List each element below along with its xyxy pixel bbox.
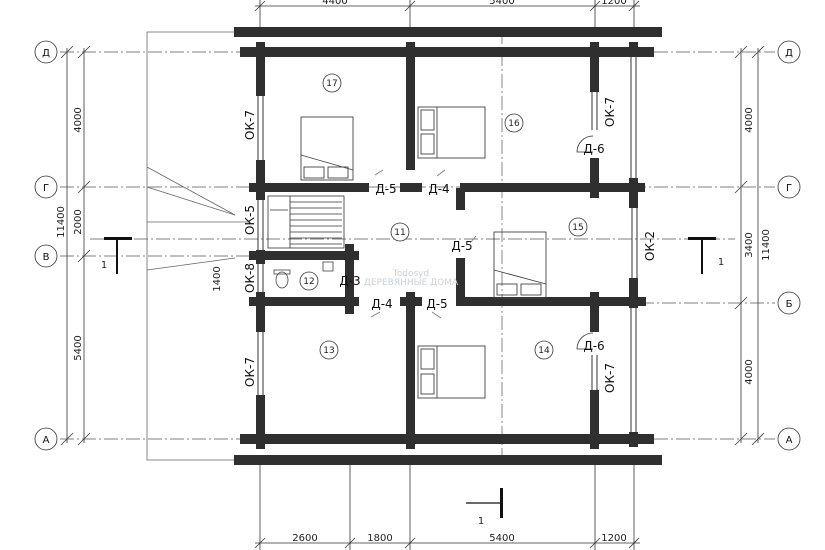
- sink-icon: [322, 261, 334, 272]
- dim-bottom-1800: 1800: [367, 533, 392, 544]
- room-16-label: 16: [508, 119, 520, 129]
- window-ok8: ОК-8: [243, 263, 257, 293]
- door-d5-middle: Д-5: [451, 239, 472, 253]
- axis-g-right: Г: [786, 183, 792, 194]
- dim-left-11400: 11400: [56, 206, 67, 238]
- walls: [234, 27, 662, 465]
- bed-room-15: [493, 231, 547, 299]
- window-ok7-bottom-left: ОК-7: [243, 357, 257, 387]
- axis-d-left: Д: [42, 48, 50, 59]
- dim-bottom-5400: 5400: [489, 533, 514, 544]
- axis-d-right: Д: [785, 48, 793, 59]
- room-12-label: 12: [303, 277, 314, 287]
- axis-bubbles: [34, 40, 801, 451]
- door-d5-lower: Д-5: [426, 297, 447, 311]
- dim-right-11400: 11400: [761, 229, 772, 261]
- room-11-label: 11: [394, 228, 405, 238]
- section-marker-right: [688, 237, 716, 274]
- section-marker-left: [104, 237, 132, 274]
- section-label-bottom: 1: [478, 516, 484, 527]
- dim-left-5400: 5400: [73, 335, 84, 360]
- dim-bottom-1200: 1200: [601, 533, 626, 544]
- dim-left-1400: 1400: [212, 266, 223, 291]
- roof-outline: [146, 31, 250, 461]
- bathroom-fixtures: [273, 261, 334, 289]
- door-marks: [370, 169, 477, 319]
- dim-bottom-2600: 2600: [292, 533, 317, 544]
- dim-left-4000: 4000: [73, 107, 84, 132]
- window-ok5: ОК-5: [243, 205, 257, 235]
- window-ok7-top-right: ОК-7: [603, 97, 617, 127]
- door-d4-lower: Д-4: [371, 297, 392, 311]
- axis-lines: [60, 30, 775, 460]
- room-15-label: 15: [572, 223, 583, 233]
- room-14-label: 14: [538, 346, 550, 356]
- dim-right-4000-top: 4000: [744, 107, 755, 132]
- beds: [300, 106, 547, 399]
- bed-room-14: [417, 345, 486, 399]
- room-13-label: 13: [323, 346, 334, 356]
- dim-top-1200: 1200: [601, 0, 626, 7]
- svg-text:ДЕРЕВЯННЫЕ ДОМА: ДЕРЕВЯННЫЕ ДОМА: [364, 278, 459, 288]
- door-d5-upper: Д-5: [375, 182, 396, 196]
- section-label-right: 1: [718, 257, 724, 268]
- dim-left-2000: 2000: [73, 209, 84, 234]
- section-marker-bottom: [466, 488, 503, 518]
- axis-b-right: Б: [786, 299, 793, 310]
- toilet-icon: [275, 271, 289, 289]
- axis-g-left: Г: [43, 183, 49, 194]
- bed-room-16: [417, 106, 486, 159]
- dim-top-5400: 5400: [489, 0, 514, 7]
- staircase: [267, 195, 345, 249]
- dimension-lines: [60, 0, 765, 550]
- svg-text:Todosyd: Todosyd: [392, 269, 429, 279]
- dim-right-4000-bottom: 4000: [744, 359, 755, 384]
- axis-a-right: А: [786, 435, 793, 446]
- room-markers: [299, 73, 588, 360]
- axis-v-left: В: [43, 252, 50, 263]
- door-d3: Д-3: [339, 274, 360, 288]
- window-ok7-top-left: ОК-7: [243, 110, 257, 140]
- dim-right-3400: 3400: [744, 232, 755, 257]
- axis-a-left: А: [43, 435, 50, 446]
- door-swings: [576, 135, 594, 350]
- door-d6-top: Д-6: [583, 142, 604, 156]
- bed-room-17: [300, 116, 354, 181]
- window-openings: [257, 54, 638, 432]
- dim-top-4400: 4400: [322, 0, 347, 7]
- door-d6-bottom: Д-6: [583, 339, 604, 353]
- door-d4-upper: Д-4: [428, 182, 449, 196]
- window-ok2: ОК-2: [643, 231, 657, 261]
- watermark-logo: Todosyd ДЕРЕВЯННЫЕ ДОМА: [364, 269, 459, 288]
- window-ok7-bottom-right: ОК-7: [603, 363, 617, 393]
- room-17-label: 17: [326, 79, 337, 89]
- section-label-left: 1: [101, 260, 107, 271]
